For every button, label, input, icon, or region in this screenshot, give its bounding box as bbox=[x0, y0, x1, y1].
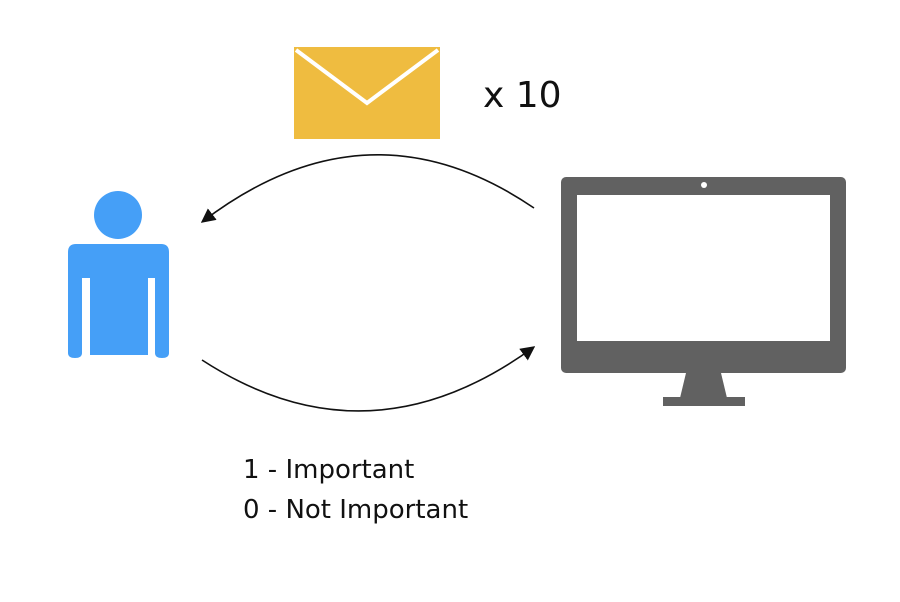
message-count-label: x 10 bbox=[483, 75, 562, 116]
arrow-to-computer bbox=[201, 346, 536, 412]
arrow-to-person bbox=[200, 154, 535, 223]
legend-not-important: 0 - Not Important bbox=[243, 495, 469, 525]
envelope-icon bbox=[294, 47, 440, 139]
legend-important: 1 - Important bbox=[243, 455, 415, 485]
label-legend: 1 - Important 0 - Not Important bbox=[243, 450, 468, 530]
person-icon bbox=[68, 191, 169, 358]
monitor-icon bbox=[561, 177, 846, 406]
